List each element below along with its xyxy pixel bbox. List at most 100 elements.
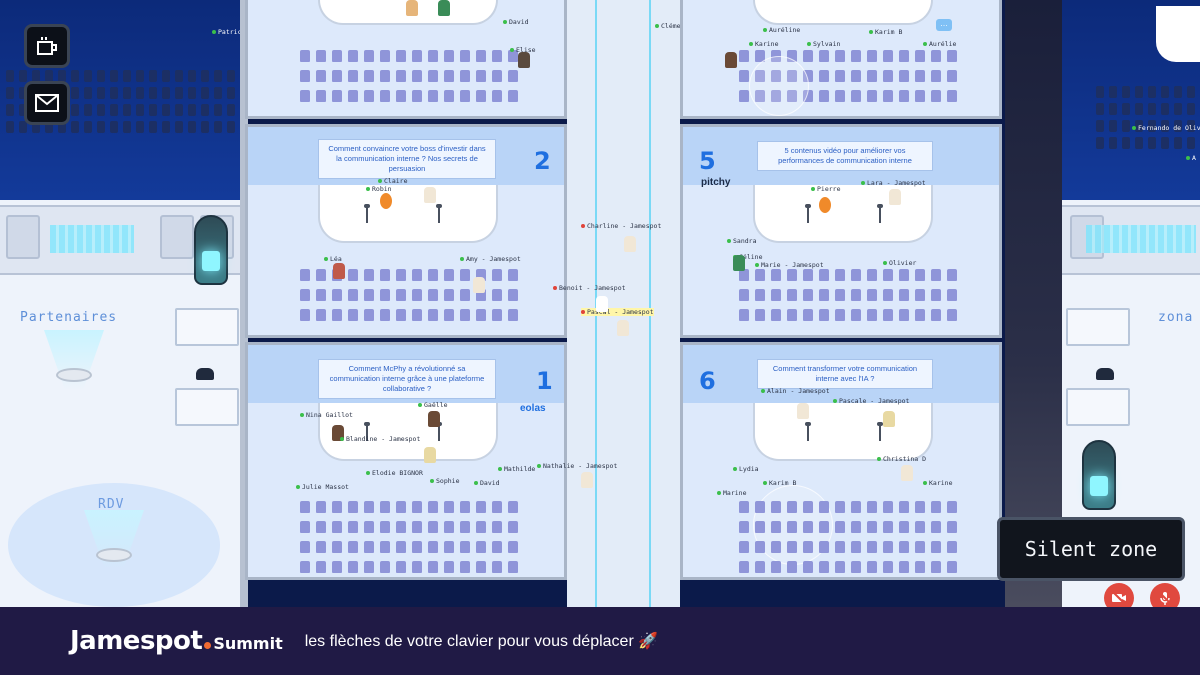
chat-icon[interactable]: … xyxy=(936,19,952,31)
silent-zone-banner: Silent zone xyxy=(997,517,1185,581)
room-5[interactable]: 5 contenus vidéo pour améliorer vos perf… xyxy=(680,124,1002,338)
video-toggle-button[interactable] xyxy=(1104,583,1134,607)
avatar[interactable] xyxy=(819,197,831,213)
player-name[interactable]: Fernando de Oliv xyxy=(1132,124,1200,132)
player-name[interactable]: Lydia xyxy=(733,465,759,473)
player-name[interactable]: Charline - Jamespot xyxy=(581,222,661,230)
player-name[interactable]: Karine xyxy=(923,479,952,487)
hologram-pedestal[interactable] xyxy=(56,368,92,382)
proximity-bubble xyxy=(749,56,809,116)
dark-seats xyxy=(1096,86,1195,149)
player-name[interactable]: Claire xyxy=(378,177,407,185)
room-seats xyxy=(739,269,957,321)
player-name[interactable]: Sylvain xyxy=(807,40,840,48)
avatar[interactable] xyxy=(617,320,629,336)
room-seats xyxy=(739,501,957,573)
player-name[interactable]: Marie - Jamespot xyxy=(755,261,824,269)
player-name[interactable]: Sophie xyxy=(430,477,459,485)
player-name[interactable]: A xyxy=(1186,154,1196,162)
eolas-logo: eolas xyxy=(520,403,546,414)
avatar[interactable] xyxy=(333,263,345,279)
player-name[interactable]: Julie Massot xyxy=(296,483,349,491)
stage xyxy=(753,0,933,25)
player-name[interactable]: Mathilde xyxy=(498,465,535,473)
partner-panel[interactable] xyxy=(175,308,239,346)
brand-sub: Summit xyxy=(213,634,283,653)
room-6[interactable]: Comment transformer votre communication … xyxy=(680,342,1002,580)
player-name[interactable]: Elodie BIGNOR xyxy=(366,469,423,477)
partner-panel[interactable] xyxy=(175,388,239,426)
avatar[interactable] xyxy=(428,411,440,427)
avatar[interactable] xyxy=(424,187,436,203)
partner-panel[interactable] xyxy=(1066,388,1130,426)
room-number: 1 xyxy=(536,367,553,395)
player-name[interactable]: Karim B xyxy=(763,479,796,487)
avatar[interactable] xyxy=(797,403,809,419)
avatar[interactable] xyxy=(380,193,392,209)
player-name[interactable]: Olivier xyxy=(883,259,916,267)
player-name[interactable]: Lara - Jamespot xyxy=(861,179,926,187)
player-name[interactable]: David xyxy=(474,479,500,487)
hologram-pedestal[interactable] xyxy=(96,548,132,562)
avatar[interactable] xyxy=(473,277,485,293)
player-name[interactable]: Karim B xyxy=(869,28,902,36)
player-name[interactable]: Pascal - Jamespot xyxy=(581,308,654,316)
microphone xyxy=(805,422,811,441)
teleport-capsule[interactable] xyxy=(1082,440,1116,510)
player-name[interactable]: Elise xyxy=(510,46,536,54)
teleport-capsule[interactable] xyxy=(194,215,228,285)
ticker-text: les flèches de votre clavier pour vous d… xyxy=(304,633,659,650)
avatar[interactable] xyxy=(518,52,530,68)
room-2[interactable]: Comment convaincre votre boss d'investir… xyxy=(245,124,567,338)
avatar[interactable] xyxy=(725,52,737,68)
avatar[interactable] xyxy=(581,472,593,488)
talk-title: 5 contenus vidéo pour améliorer vos perf… xyxy=(757,141,933,171)
room-top-left[interactable]: David Elise xyxy=(245,0,567,119)
stool xyxy=(196,368,214,380)
coffee-icon xyxy=(37,37,57,55)
player-name[interactable]: Aurélie xyxy=(923,40,956,48)
partner-panel[interactable] xyxy=(1066,308,1130,346)
avatar[interactable] xyxy=(889,189,901,205)
avatar[interactable] xyxy=(438,0,450,16)
player-name[interactable]: Blandine - Jamespot xyxy=(340,435,420,443)
room-seats xyxy=(300,501,518,573)
wall xyxy=(240,0,248,607)
player-name[interactable]: Amy - Jamespot xyxy=(460,255,521,263)
player-name[interactable]: Karine xyxy=(749,40,778,48)
avatar[interactable] xyxy=(624,236,636,252)
player-name[interactable]: David xyxy=(503,18,529,26)
avatar[interactable] xyxy=(901,465,913,481)
player-name[interactable]: Gaëlle xyxy=(418,401,447,409)
player-name[interactable]: Nathalie - Jamespot xyxy=(537,462,617,470)
game-map[interactable]: Patricia Arvates Partenaires RDV xyxy=(0,0,1200,607)
player-name[interactable]: Léa xyxy=(324,255,342,263)
avatar[interactable] xyxy=(733,255,745,271)
avatar[interactable] xyxy=(424,447,436,463)
player-name[interactable]: Sandra xyxy=(727,237,756,245)
zone-label: zona xyxy=(1158,310,1194,325)
mail-button[interactable] xyxy=(24,81,70,125)
room-top-right[interactable]: Auréline Karine Sylvain Karim B Aurélie xyxy=(680,0,1002,119)
player-name[interactable]: Benoit - Jamespot xyxy=(553,284,626,292)
room-1[interactable]: Comment McPhy a révolutionné sa communic… xyxy=(245,342,567,580)
corridor[interactable]: Clément - Jamespot Charline - Jamespot B… xyxy=(543,0,731,607)
bottom-bar: Jamespot Summit les flèches de votre cla… xyxy=(0,607,1200,675)
avatar[interactable] xyxy=(883,411,895,427)
avatar[interactable] xyxy=(406,0,418,16)
mic-toggle-button[interactable] xyxy=(1150,583,1180,607)
player-name[interactable]: Nina Gaillot xyxy=(300,411,353,419)
avatar[interactable] xyxy=(596,296,608,312)
player-name[interactable]: Marine xyxy=(717,489,746,497)
right-lounge: Fernando de Oliv A zona xyxy=(1062,0,1200,607)
room-seats xyxy=(300,50,518,102)
player-name[interactable]: Pierre xyxy=(811,185,840,193)
coffee-button[interactable] xyxy=(24,24,70,68)
player-name[interactable]: Christina D xyxy=(877,455,926,463)
microphone xyxy=(436,422,442,441)
player-name[interactable]: Pascale - Jamespot xyxy=(833,397,909,405)
player-name[interactable]: Robin xyxy=(366,185,392,193)
player-name[interactable]: Alain - Jamespot xyxy=(761,387,830,395)
player-name[interactable]: Céline xyxy=(733,253,762,261)
player-name[interactable]: Auréline xyxy=(763,26,800,34)
